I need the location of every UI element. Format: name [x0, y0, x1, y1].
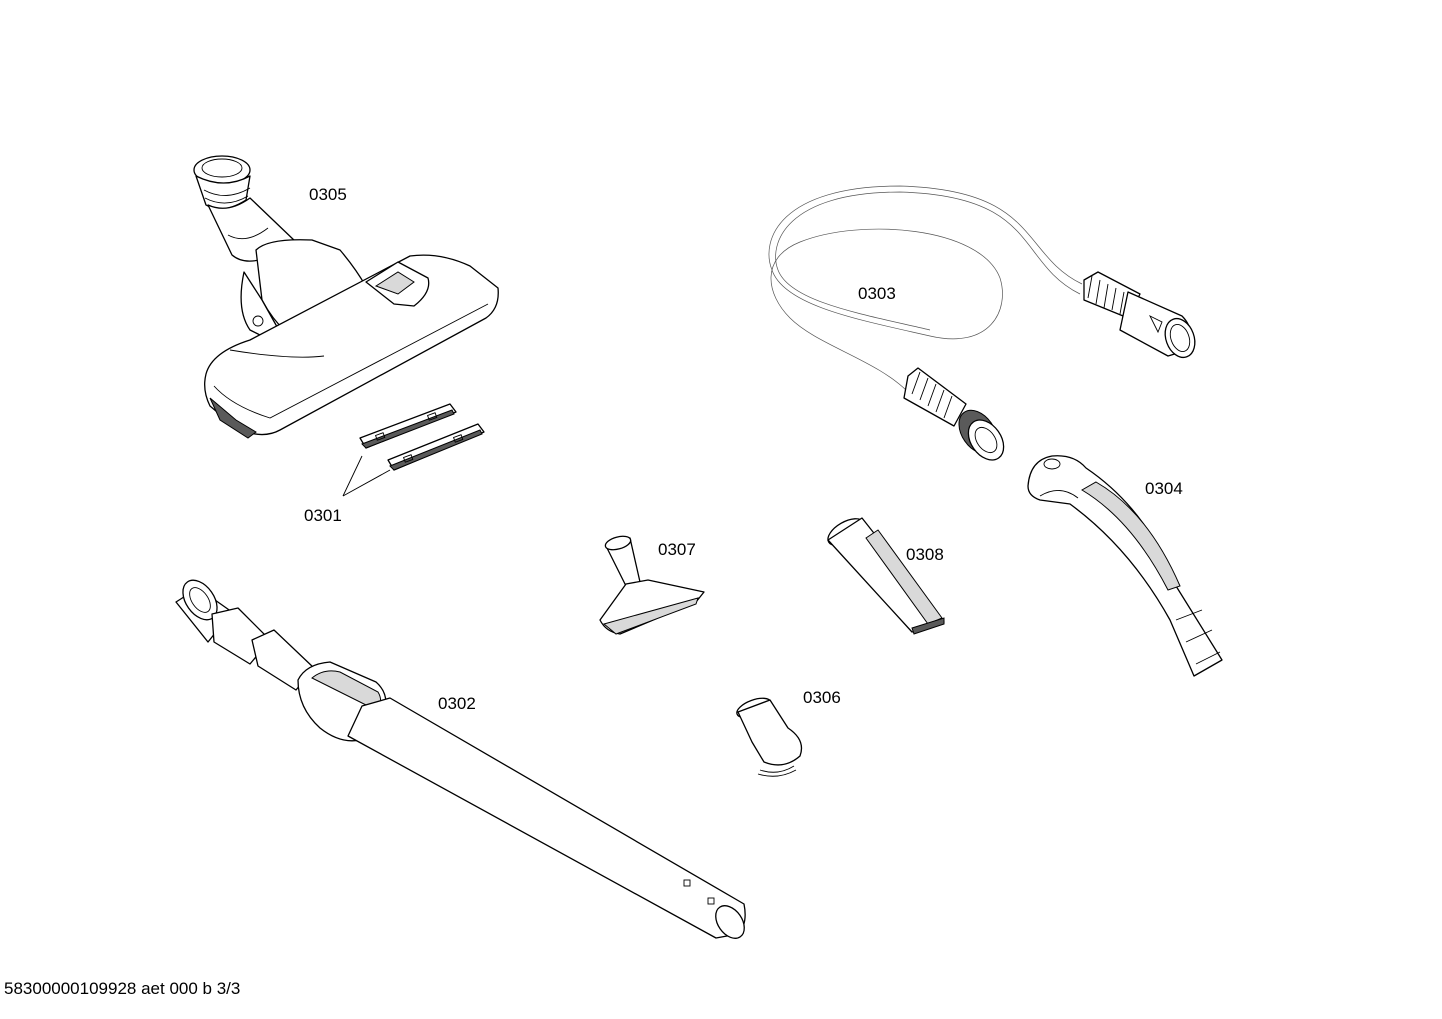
- brush-strips-part-0301[interactable]: [342, 403, 485, 497]
- upholstery-nozzle-part-0307[interactable]: [599, 534, 705, 635]
- label-0308: 0308: [906, 545, 944, 564]
- label-0305: 0305: [309, 185, 347, 204]
- label-0306: 0306: [803, 688, 841, 707]
- small-nozzle-part-0306[interactable]: [734, 694, 803, 777]
- label-0304: 0304: [1145, 479, 1183, 498]
- hose-handle-part-0304[interactable]: [1027, 455, 1223, 677]
- crevice-nozzle-part-0308[interactable]: [824, 513, 945, 635]
- drawing-reference-footer: 58300000109928 aet 000 b 3/3: [4, 979, 241, 998]
- label-0303: 0303: [858, 284, 896, 303]
- floor-nozzle-part-0305[interactable]: [193, 155, 499, 439]
- label-0302: 0302: [438, 694, 476, 713]
- label-0301: 0301: [304, 506, 342, 525]
- hose-part-0303[interactable]: [768, 185, 1200, 467]
- label-0307: 0307: [658, 540, 696, 559]
- telescopic-tube-part-0302[interactable]: [175, 574, 750, 944]
